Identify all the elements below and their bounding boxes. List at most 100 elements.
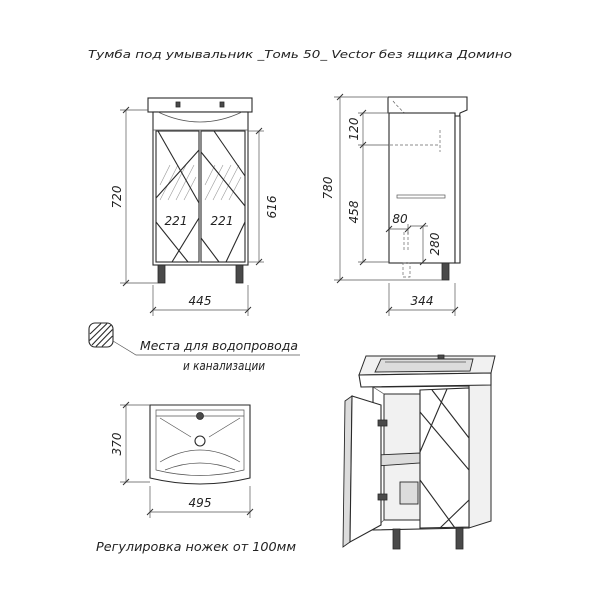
interior-edge — [372, 386, 385, 395]
door-pattern-line — [419, 388, 448, 453]
hinge-top — [377, 419, 388, 427]
front-view: 720 616 221 221 445 — [110, 97, 279, 316]
drain-hole — [194, 435, 206, 447]
dimension-tick — [359, 109, 367, 117]
dimension-label-pipe-offset: 80 — [392, 212, 408, 226]
leg-front — [441, 262, 450, 281]
faucet-hole-right — [219, 101, 225, 108]
basin-front-curve — [164, 462, 236, 471]
dimension-label-width: 445 — [189, 294, 212, 308]
dimension-tick — [419, 258, 427, 266]
dimension-tick — [255, 127, 263, 135]
basin-curve — [159, 449, 241, 463]
dimension-tick — [359, 258, 367, 266]
dimension-tick — [244, 306, 252, 314]
sink-front-face — [358, 372, 492, 388]
door-pattern-line — [200, 151, 246, 207]
hatch-line — [89, 323, 102, 335]
leg-adjustment-caption: Регулировка ножек от 100мм — [96, 540, 296, 554]
hatch-line — [159, 164, 171, 186]
door-pattern-line — [225, 221, 246, 263]
sink-rim-inner — [155, 409, 245, 476]
faucet-hole-left — [175, 101, 181, 108]
leader-line — [112, 340, 300, 356]
hatch-line — [204, 164, 224, 201]
hatch-line — [175, 164, 195, 201]
cabinet-side — [388, 112, 456, 264]
dimension-tick — [122, 401, 130, 409]
hatch-line — [101, 335, 113, 347]
dimension-tick — [404, 225, 412, 233]
sink-bowl-outline — [157, 111, 243, 123]
hatch-line — [89, 323, 108, 341]
dimension-tick — [359, 141, 367, 149]
hatch-line — [228, 176, 242, 201]
hatch-line — [204, 164, 216, 186]
cabinet-right-side — [468, 379, 492, 529]
door-pattern-line — [439, 499, 470, 529]
dimension-tick — [146, 508, 154, 516]
door-pattern-line — [155, 221, 189, 263]
dimension-label-upper-offset: 120 — [347, 117, 361, 140]
dimension-label-lower-height: 458 — [347, 200, 361, 223]
plumbing-zone-left — [159, 164, 197, 201]
leg-back — [402, 262, 411, 278]
door-pattern-line — [171, 217, 200, 263]
leg-front-right — [455, 527, 464, 550]
dimension-label-top-depth: 370 — [110, 432, 124, 455]
top-view: 370 495 — [110, 401, 254, 518]
dimension-tick — [385, 225, 393, 233]
interior-pipe-cover — [399, 481, 419, 505]
basin-line — [208, 417, 241, 438]
dimension-label-door-left: 221 — [165, 214, 188, 228]
dimension-tick — [336, 276, 344, 284]
leg-right — [235, 264, 244, 284]
hatch-line — [159, 164, 179, 201]
dimension-tick — [336, 93, 344, 101]
dimension-tick — [451, 306, 459, 314]
dimension-tick — [246, 508, 254, 516]
legend-text-line2: и канализации — [183, 359, 265, 373]
dimension-tick — [385, 306, 393, 314]
door-left-open — [349, 395, 382, 543]
sink-basin-opening — [374, 358, 474, 373]
hatch-line — [167, 164, 187, 201]
door-pattern-line — [155, 149, 200, 199]
door-pattern-line — [157, 130, 200, 204]
door-pattern-line — [419, 479, 456, 529]
dimension-tick — [122, 478, 130, 486]
dimension-label-door-height: 616 — [265, 195, 279, 218]
hinge-bottom — [377, 493, 388, 501]
hatch-line — [91, 324, 112, 346]
door-edge — [454, 115, 461, 264]
dimension-tick — [419, 222, 427, 230]
dimension-label-pipe-height: 280 — [428, 232, 442, 255]
side-view: 780 120 458 80 280 344 — [321, 93, 468, 316]
basin-line — [159, 417, 192, 438]
door-pattern-line — [419, 411, 470, 471]
dimension-label-height: 720 — [110, 185, 124, 208]
door-pattern-line — [213, 130, 246, 177]
drawing-title: Тумба под умывальник _Томь 50_ Vector бе… — [88, 48, 512, 61]
door-pattern-line — [431, 389, 470, 439]
shelf — [396, 194, 446, 199]
plumbing-zone-right — [204, 164, 242, 201]
legend: Места для водопровода и канализации — [88, 322, 300, 373]
hatch-line — [95, 329, 113, 347]
hatch-line — [183, 176, 197, 201]
faucet-hole — [196, 412, 204, 420]
door-pattern-line — [200, 237, 220, 263]
leg-front-left — [392, 528, 401, 550]
dimension-tick — [122, 106, 130, 114]
dimension-tick — [255, 258, 263, 266]
hatch-line — [220, 164, 240, 201]
leg-left — [157, 264, 166, 284]
hatch-line — [212, 164, 232, 201]
perspective-view — [342, 354, 496, 550]
dimension-label-depth: 344 — [411, 294, 434, 308]
dimension-tick — [149, 306, 157, 314]
dimension-label-door-right: 221 — [211, 214, 234, 228]
dimension-label-side-height: 780 — [321, 176, 335, 199]
dimension-label-top-width: 495 — [189, 496, 212, 510]
